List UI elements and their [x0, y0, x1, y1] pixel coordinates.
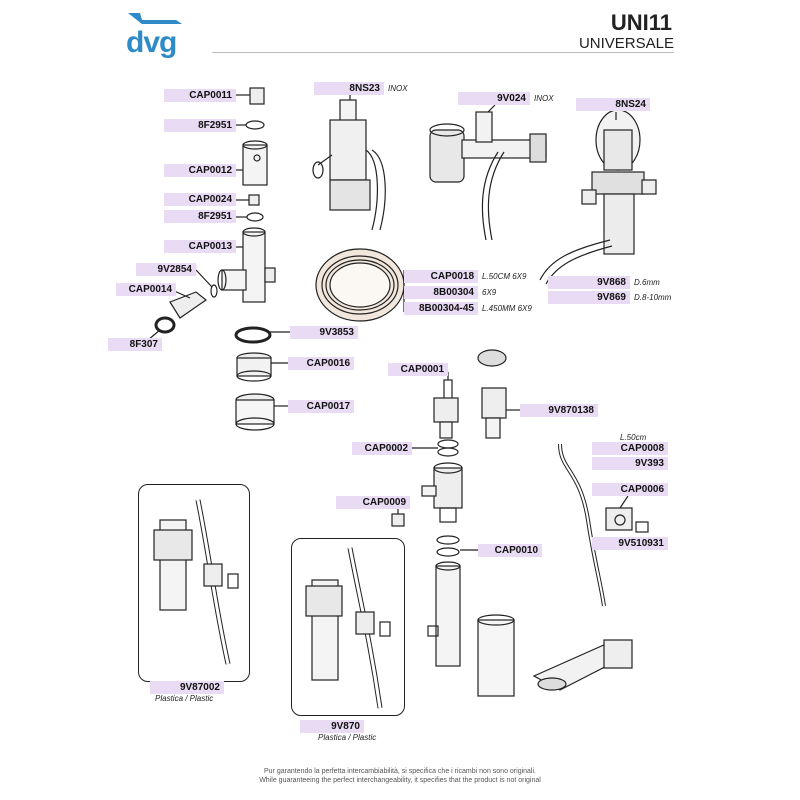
part-cap0012-icon [236, 140, 268, 186]
assembly-9v87002-icon [153, 499, 239, 665]
part-body-icon [421, 462, 463, 523]
label-8f307: 8F307 [108, 338, 162, 351]
part-8ns23-icon [312, 95, 386, 231]
label-8b00304-45: 8B00304-45 [404, 302, 478, 315]
label-cap0017: CAP0017 [288, 400, 354, 413]
label-cap0016: CAP0016 [288, 357, 354, 370]
label-8ns24: 8NS24 [576, 98, 650, 111]
dvg-logo-icon [128, 13, 182, 24]
oring-8f2951-a-icon [245, 120, 265, 130]
footer-disclaimer-it: Pur garantendo la perfetta intercambiabi… [264, 768, 536, 775]
part-cap0009-icon [391, 513, 405, 527]
label-8ns23: 8NS23 [314, 82, 384, 95]
part-cap0011-icon [236, 87, 265, 105]
assembly-box-9v870 [291, 538, 405, 716]
page-subtitle: UNIVERSALE [578, 35, 674, 52]
label-8f2951-a: 8F2951 [164, 119, 236, 132]
oring-cap0010-b-icon [436, 547, 460, 557]
footer-disclaimer-en: While guaranteeing the perfect interchan… [259, 777, 541, 784]
part-bracket-icon [532, 639, 633, 691]
label-cap0008: CAP0008 [592, 442, 668, 455]
part-cap0001-icon [433, 372, 459, 439]
label-8f2951-b: 8F2951 [164, 210, 236, 223]
note-inox-b: INOX [534, 94, 554, 103]
label-9v3853: 9V3853 [290, 326, 358, 339]
part-cap0024-icon [248, 194, 260, 206]
label-cap0001: CAP0001 [388, 363, 448, 376]
note-cap0008-length: L.50cm [620, 433, 647, 442]
note-9v87002-material: Plastica / Plastic [155, 694, 214, 703]
note-9v869-spec: D.8-10mm [634, 293, 672, 302]
oring-8f307-icon [154, 316, 176, 334]
label-9v870: 9V870 [300, 720, 364, 733]
label-9v868: 9V868 [548, 276, 630, 289]
oring-cap0010-a-icon [436, 535, 460, 545]
label-9v393: 9V393 [592, 457, 668, 470]
label-cap0011: CAP0011 [164, 89, 236, 102]
part-cap0017-icon [235, 393, 288, 431]
note-8b00304-45-spec: L.450MM 6X9 [482, 304, 532, 313]
oring-9v2854-icon [210, 284, 218, 298]
note-inox-a: INOX [388, 84, 408, 93]
part-cap0016-icon [236, 352, 288, 382]
label-9v2854: 9V2854 [136, 263, 196, 276]
label-9v87002: 9V87002 [150, 681, 224, 694]
tube-coil-cap0018-icon [315, 248, 405, 322]
oring-cap0002-b-icon [437, 447, 459, 457]
title-divider [212, 52, 674, 53]
oring-cap0002-a-icon [437, 439, 459, 449]
label-9v510931: 9V510931 [592, 537, 668, 550]
label-cap0024: CAP0024 [164, 193, 236, 206]
part-lower-tube-icon [427, 561, 461, 667]
label-cap0006: CAP0006 [592, 483, 668, 496]
label-8b00304: 8B00304 [404, 286, 478, 299]
brand-logo-text: dvg [126, 26, 177, 59]
oring-9v3853-icon [234, 326, 272, 344]
assembly-9v870-icon [305, 547, 391, 709]
part-sleeve-icon [477, 614, 515, 697]
label-cap0009: CAP0009 [336, 496, 410, 509]
note-9v868-spec: D.6mm [634, 278, 660, 287]
label-cap0013: CAP0013 [164, 240, 236, 253]
part-cap0013-icon [217, 227, 276, 303]
label-cap0012: CAP0012 [164, 164, 236, 177]
label-cap0018: CAP0018 [404, 270, 478, 283]
note-9v870-material: Plastica / Plastic [318, 733, 377, 742]
label-cap0010: CAP0010 [478, 544, 542, 557]
label-9v024: 9V024 [458, 92, 530, 105]
note-8b00304-spec: 6X9 [482, 288, 497, 297]
oring-8f2951-b-icon [246, 212, 264, 222]
label-9v869: 9V869 [548, 291, 630, 304]
part-8ns24-icon [539, 109, 657, 285]
label-cap0014: CAP0014 [116, 283, 176, 296]
label-9v870138: 9V870138 [520, 404, 598, 417]
part-9v024-icon [429, 104, 547, 241]
label-cap0002: CAP0002 [352, 442, 412, 455]
part-cap0006-icon [605, 495, 649, 533]
note-cap0018-spec: L.50CM 6X9 [482, 272, 527, 281]
page-title: UNI11 [610, 10, 672, 35]
part-9v870138-icon [477, 349, 520, 439]
